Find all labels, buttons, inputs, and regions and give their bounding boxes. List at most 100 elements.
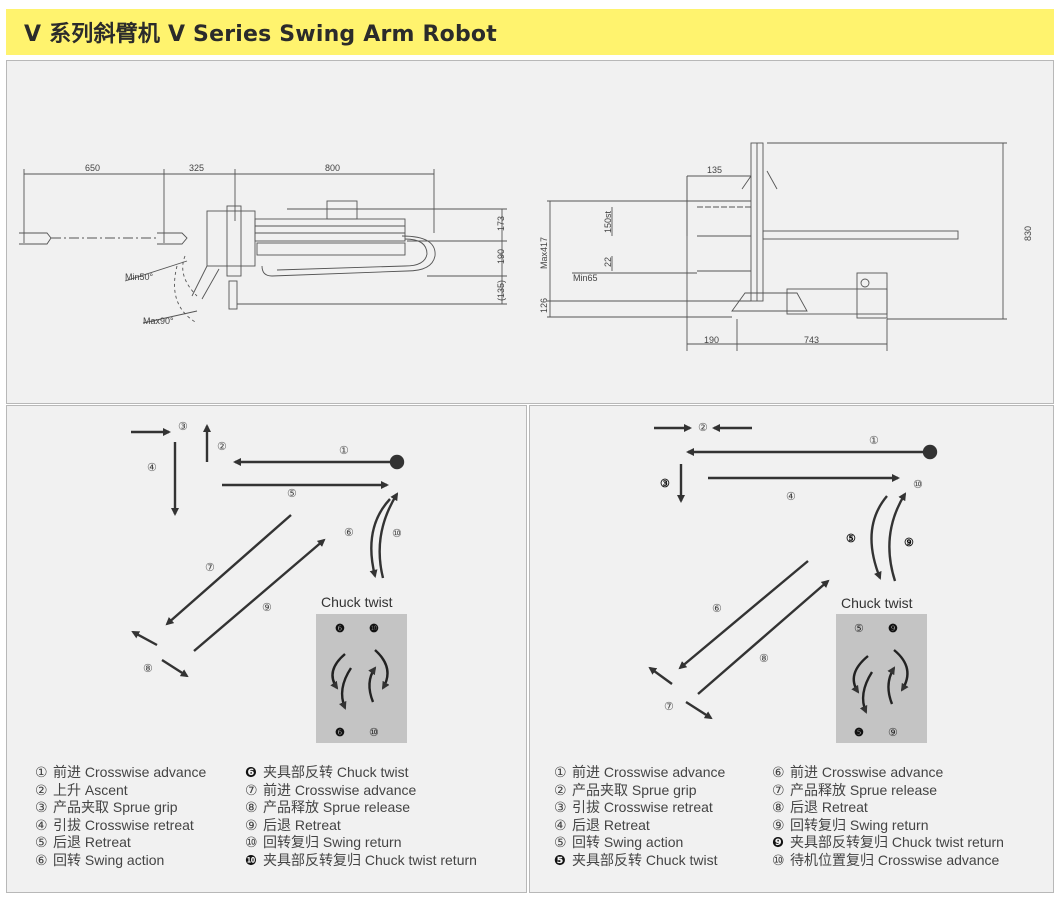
chuck-marker-tl: ❻ [335,623,345,635]
dimension-drawings: 650 325 800 173 190 (135) Min50° Max90° [19,142,1033,351]
marker-10: ⑩ [392,528,402,540]
motion-sequence-panel-left: ③ ② ④ ① ⑤ ⑥ ⑩ ⑦ ⑨ ⑧ Chuck twist ❻ ❿ ❻ ⑩ [6,405,527,893]
marker-1: ① [339,445,349,457]
arrow-step-9 [888,492,907,582]
chuck-marker-tl: ⑤ [854,623,864,635]
arrow-step-7 [165,514,292,626]
chuck-twist-title: Chuck twist [321,594,393,610]
max90-label: Max90° [143,316,174,326]
chuck-marker-bl: ❻ [335,727,345,739]
motion-diagram-right: ② ③ ① ④ ⑩ ⑤ ⑨ ⑥ ⑧ ⑦ Chuck twist ⑤ ❾ ❺ ⑨ [648,422,938,743]
dim-173: 173 [496,216,506,231]
arrow-step-8a [131,630,158,647]
dim-126: 126 [539,298,549,313]
marker-10: ⑩ [913,479,923,491]
top-view-drawing [19,169,507,324]
chuck-twist-box: ❻ ❿ ❻ ⑩ [316,614,407,743]
side-view-labels: 135 150st 22 Min65 Max417 126 830 190 74… [539,165,1033,345]
marker-3: ③ [178,421,188,433]
dim-800: 800 [325,163,340,173]
marker-5: ⑤ [846,533,856,545]
dim-743: 743 [804,335,819,345]
arrow-step-7b [685,700,713,720]
top-view-labels: 650 325 800 173 190 (135) Min50° Max90° [85,163,506,326]
marker-6: ⑥ [712,603,722,615]
arrow-step-5 [870,495,888,580]
max417-label: Max417 [539,237,549,269]
marker-4: ④ [147,462,157,474]
marker-5: ⑤ [287,488,297,500]
marker-8: ⑧ [759,653,769,665]
dim-190-side: 190 [704,335,719,345]
marker-4: ④ [786,491,796,503]
dim-830: 830 [1023,226,1033,241]
dim-22: 22 [603,257,613,267]
arrow-step-7a [648,666,673,685]
arrow-step-6 [678,560,809,670]
dimension-drawings-panel: 650 325 800 173 190 (135) Min50° Max90° [6,60,1054,404]
chuck-marker-tr: ❾ [888,623,898,635]
dim-150st: 150st [603,210,613,233]
side-view-drawing [547,142,1007,351]
home-position-dot [389,454,405,470]
arrow-step-9 [193,538,326,652]
home-position-dot [922,444,938,460]
chuck-marker-br: ⑩ [369,727,379,739]
chuck-marker-br: ⑨ [888,727,898,739]
step-markers-right: ② ③ ① ④ ⑩ ⑤ ⑨ ⑥ ⑧ ⑦ [660,422,923,713]
arrow-step-8 [697,579,830,695]
marker-2: ② [698,422,708,434]
min50-label: Min50° [125,272,154,282]
dim-190: 190 [496,249,506,264]
dim-325: 325 [189,163,204,173]
arrow-step-8b [161,658,189,678]
marker-2: ② [217,441,227,453]
chuck-marker-tr: ❿ [369,623,379,635]
marker-7: ⑦ [664,701,674,713]
marker-3: ③ [660,478,670,490]
marker-1: ① [869,435,879,447]
chuck-twist-box: ⑤ ❾ ❺ ⑨ [836,614,927,743]
motion-sequence-panel-right: ② ③ ① ④ ⑩ ⑤ ⑨ ⑥ ⑧ ⑦ Chuck twist ⑤ ❾ ❺ ⑨ [529,405,1054,893]
dim-650: 650 [85,163,100,173]
title-bar: V 系列斜臂机 V Series Swing Arm Robot [6,9,1054,55]
chuck-twist-title: Chuck twist [841,595,913,611]
chuck-marker-bl: ❺ [854,727,864,739]
marker-9: ⑨ [904,537,914,549]
arrow-step-10 [378,492,399,579]
arrow-step-6 [369,498,391,578]
page-title: V 系列斜臂机 V Series Swing Arm Robot [24,22,497,47]
marker-6: ⑥ [344,527,354,539]
marker-7: ⑦ [205,562,215,574]
step-markers-left: ③ ② ④ ① ⑤ ⑥ ⑩ ⑦ ⑨ ⑧ [143,421,402,675]
min65-label: Min65 [573,273,598,283]
